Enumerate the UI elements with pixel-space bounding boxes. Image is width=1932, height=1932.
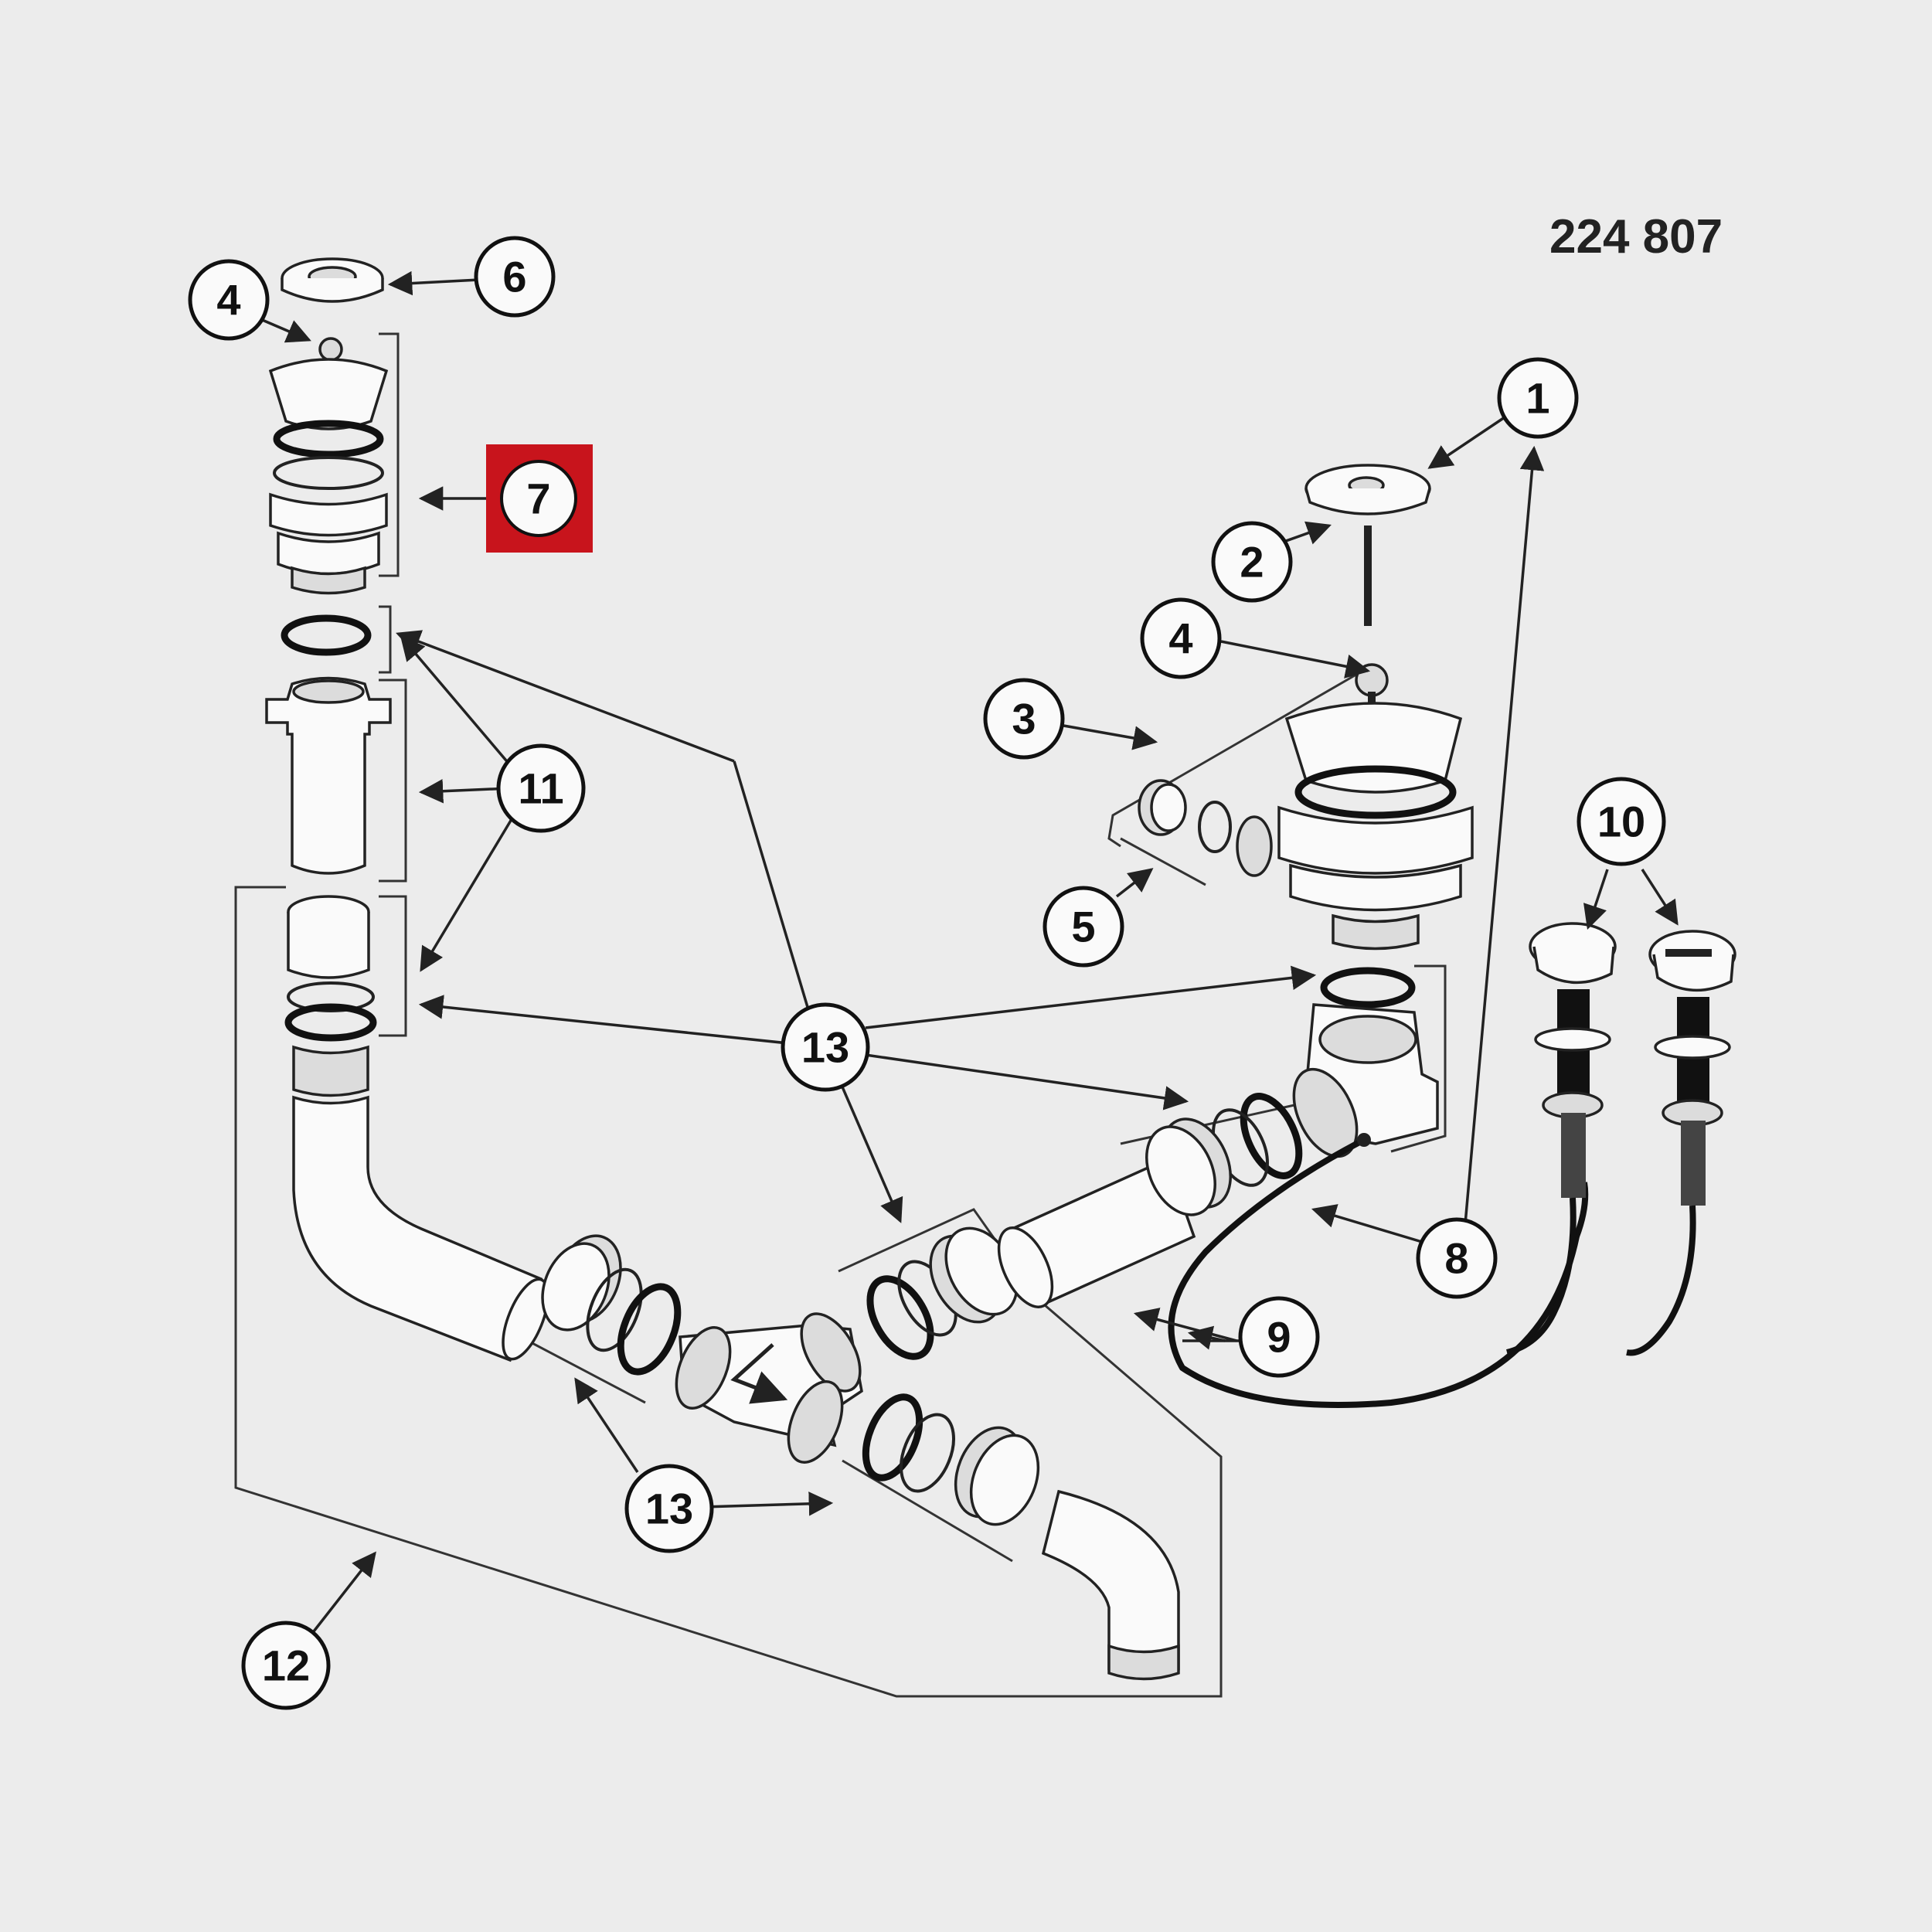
svg-text:4: 4 [216, 276, 240, 325]
callout-4-left[interactable]: 4 [188, 259, 270, 341]
callout-10[interactable]: 10 [1577, 777, 1666, 866]
svg-text:12: 12 [262, 1641, 310, 1690]
svg-text:13: 13 [801, 1023, 849, 1072]
svg-text:6: 6 [502, 253, 526, 301]
callout-7-highlighted[interactable]: 7 [486, 444, 593, 553]
svg-text:7: 7 [526, 474, 550, 523]
svg-text:4: 4 [1168, 614, 1192, 663]
popup-knob-right [1626, 930, 1736, 1356]
svg-text:5: 5 [1071, 903, 1095, 951]
part-number: 224 807 [1549, 210, 1723, 264]
callout-5[interactable]: 5 [1043, 886, 1124, 968]
popup-knob-left [1505, 922, 1617, 1355]
right-drain-assembly [1138, 464, 1589, 1408]
callout-1[interactable]: 1 [1497, 357, 1579, 439]
svg-text:1: 1 [1526, 374, 1549, 423]
svg-text:2: 2 [1240, 538, 1264, 587]
callouts: 1 2 3 4 4 5 6 7 [188, 236, 1666, 1710]
callout-2[interactable]: 2 [1211, 521, 1293, 603]
svg-text:11: 11 [518, 764, 563, 813]
callout-13-lower[interactable]: 13 [624, 1464, 714, 1553]
leader-lines [254, 270, 1679, 1644]
callout-3[interactable]: 3 [983, 678, 1065, 760]
callout-8[interactable]: 8 [1416, 1217, 1498, 1299]
callout-11[interactable]: 11 [496, 743, 586, 833]
left-drain-stack [265, 257, 549, 1362]
callout-13-center[interactable]: 13 [781, 1002, 870, 1092]
svg-text:8: 8 [1444, 1234, 1468, 1283]
callout-6[interactable]: 6 [474, 236, 556, 318]
callout-9[interactable]: 9 [1238, 1296, 1320, 1378]
svg-text:3: 3 [1012, 695, 1036, 743]
svg-text:10: 10 [1597, 798, 1645, 846]
popup-knobs [1505, 922, 1736, 1356]
callout-12[interactable]: 12 [241, 1621, 331, 1710]
svg-text:9: 9 [1267, 1313, 1291, 1362]
callout-4-right[interactable]: 4 [1140, 597, 1222, 679]
svg-text:13: 13 [645, 1485, 693, 1533]
center-pipe-assembly [541, 1157, 1196, 1681]
